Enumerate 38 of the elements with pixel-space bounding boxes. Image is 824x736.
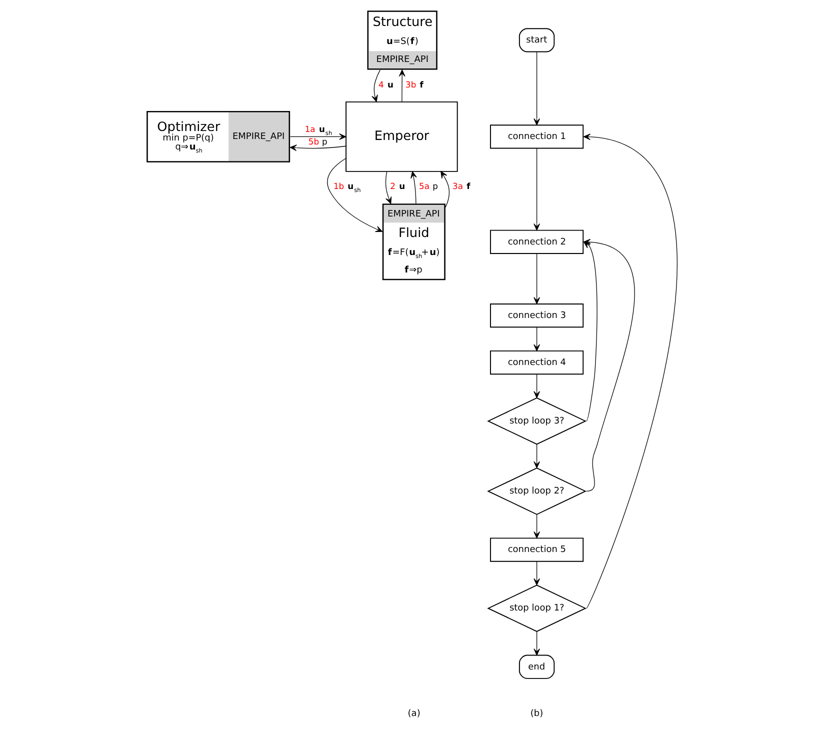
edge-label: 1b u$_{sh}$ [333, 181, 361, 194]
arrow [290, 133, 346, 140]
arrow [290, 144, 346, 152]
edge-label: 5a p [419, 181, 438, 192]
label: (b) [530, 709, 544, 720]
node-box: connection 3 [490, 304, 584, 328]
arrow [440, 171, 450, 208]
arrow [534, 148, 540, 231]
arrow [534, 514, 540, 538]
node-box: end [518, 654, 555, 679]
node-diamond: stop loop 3? [487, 397, 586, 445]
arrow [534, 561, 540, 586]
node-diamond: stop loop 1? [487, 584, 586, 632]
arrow [534, 631, 540, 656]
node-box: connection 4 [490, 350, 584, 375]
node-box: connection 1 [490, 124, 584, 149]
edge-label: 5b p [308, 136, 328, 147]
node-box: connection 2 [490, 230, 584, 254]
node-box: connection 5 [490, 538, 584, 562]
node-diamond: stop loop 2? [487, 468, 586, 515]
edge-label: 4 u [378, 79, 394, 90]
edge-label: 3b f [406, 79, 424, 90]
arrow [534, 374, 540, 398]
edge-label: 3a f [452, 181, 470, 192]
arrow [398, 70, 406, 102]
arrow [327, 158, 383, 232]
arrow [534, 444, 540, 468]
edge-label: 1a u$_{sh}$ [304, 124, 332, 137]
node-box: start [518, 28, 555, 52]
arrow [534, 52, 540, 126]
arrow [534, 253, 540, 304]
node-box: Emperor [346, 101, 458, 172]
arrow [372, 70, 380, 102]
label: (a) [408, 709, 420, 720]
arrow [385, 171, 392, 204]
arrow [410, 171, 417, 204]
edge-label: 2 u [390, 181, 406, 192]
arrow [534, 326, 540, 352]
